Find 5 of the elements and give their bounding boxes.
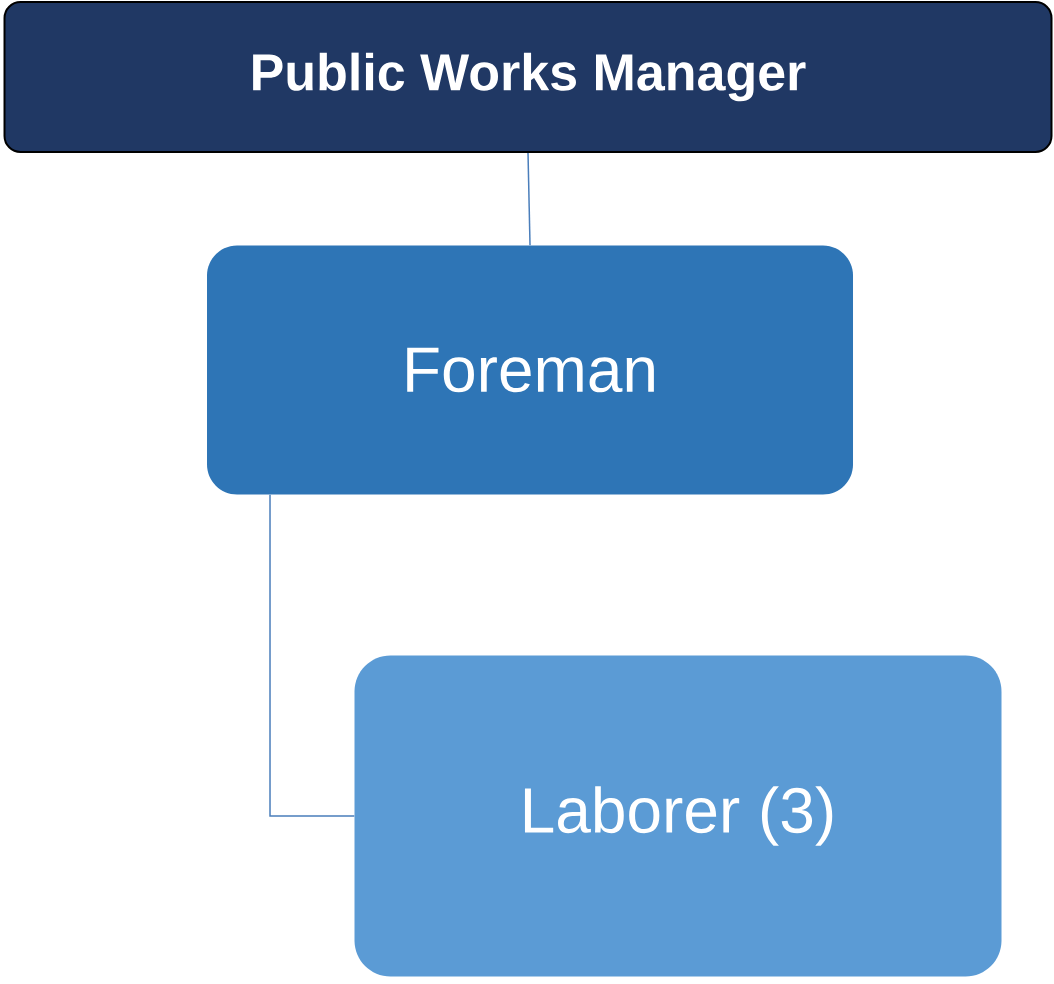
- role-box: Laborer (3): [354, 655, 1002, 977]
- title-box: Public Works Manager: [3, 1, 1053, 153]
- connector-line: [527, 152, 531, 247]
- connector-line: [269, 493, 356, 817]
- role-box: Foreman: [207, 245, 853, 495]
